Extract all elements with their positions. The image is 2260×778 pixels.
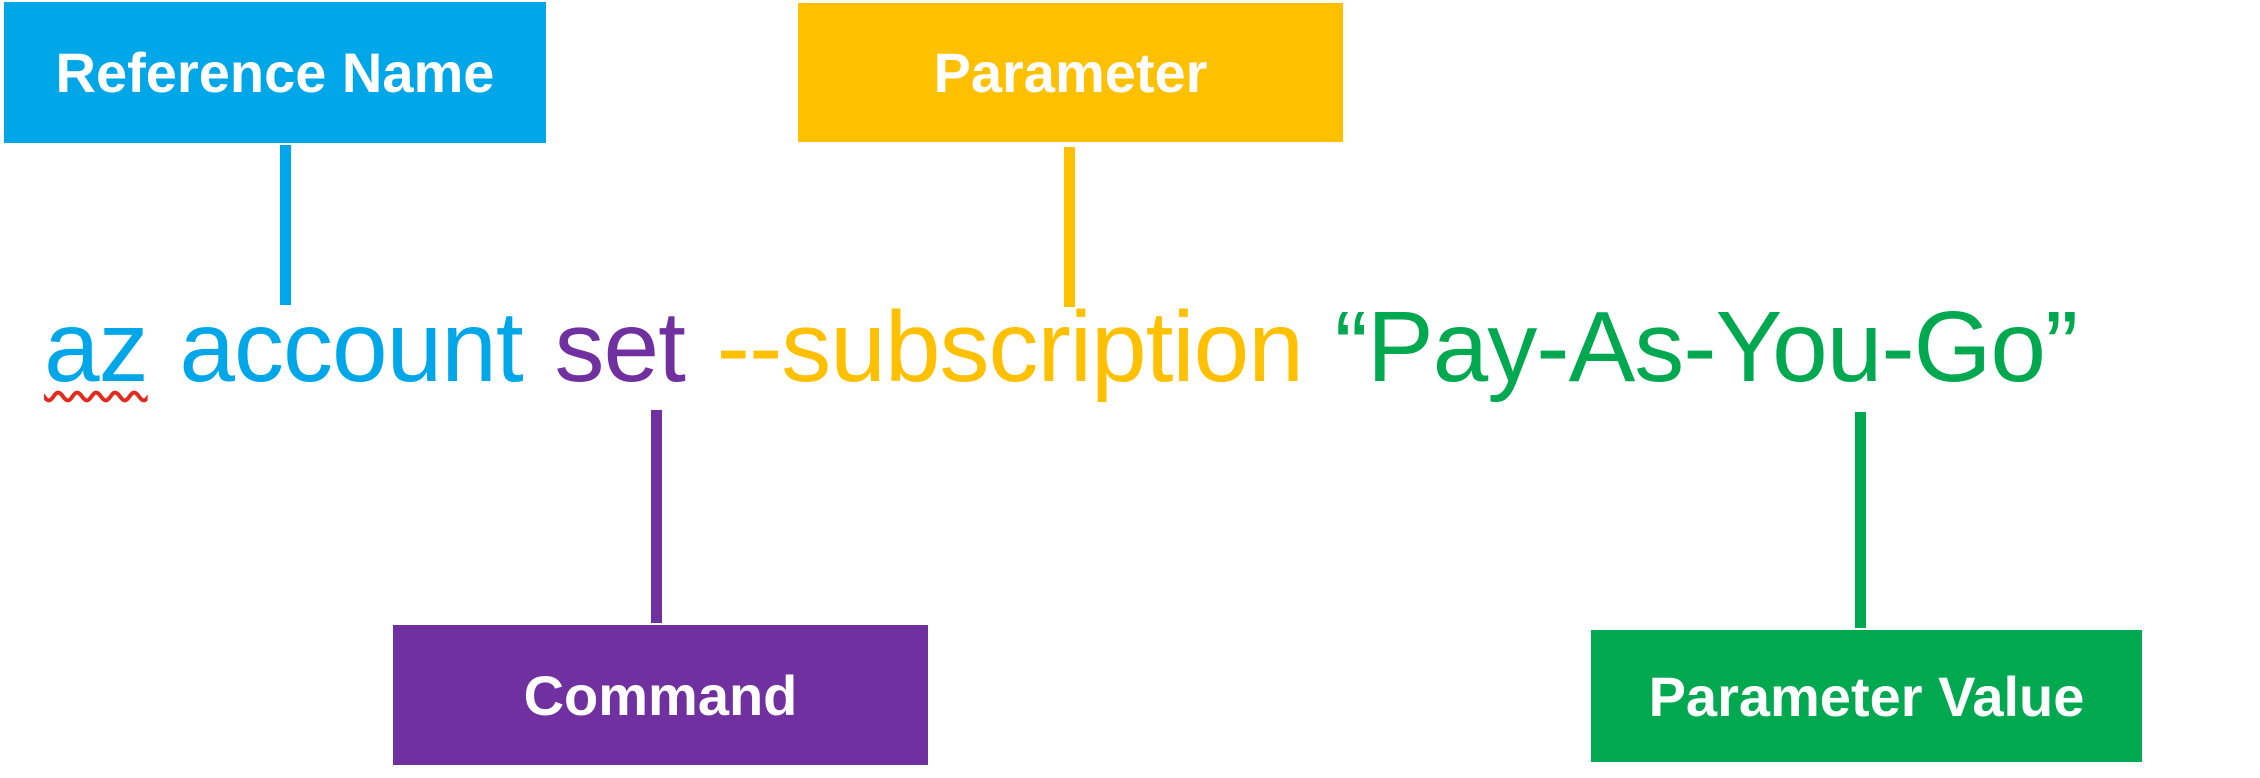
reference-name-connector-line [280,145,291,305]
token-subscription-parameter: --subscription [716,291,1304,403]
parameter-box: Parameter [798,3,1343,142]
command-box: Command [393,625,928,765]
token-account: account [179,291,523,403]
token-parameter-value: “Pay-As-You-Go” [1334,291,2079,403]
parameter-value-label: Parameter Value [1648,664,2085,728]
command-connector-line [651,410,662,623]
parameter-connector-line [1064,147,1075,307]
token-set: set [554,291,685,403]
reference-name-label: Reference Name [55,41,495,104]
reference-name-box: Reference Name [4,2,546,143]
parameter-value-connector-line [1855,412,1866,628]
token-az: az [44,291,149,403]
cli-command-text: az account set --subscription “Pay-As-Yo… [44,297,2078,397]
parameter-label: Parameter [933,41,1208,104]
parameter-value-box: Parameter Value [1591,630,2142,762]
command-label: Command [523,663,798,727]
